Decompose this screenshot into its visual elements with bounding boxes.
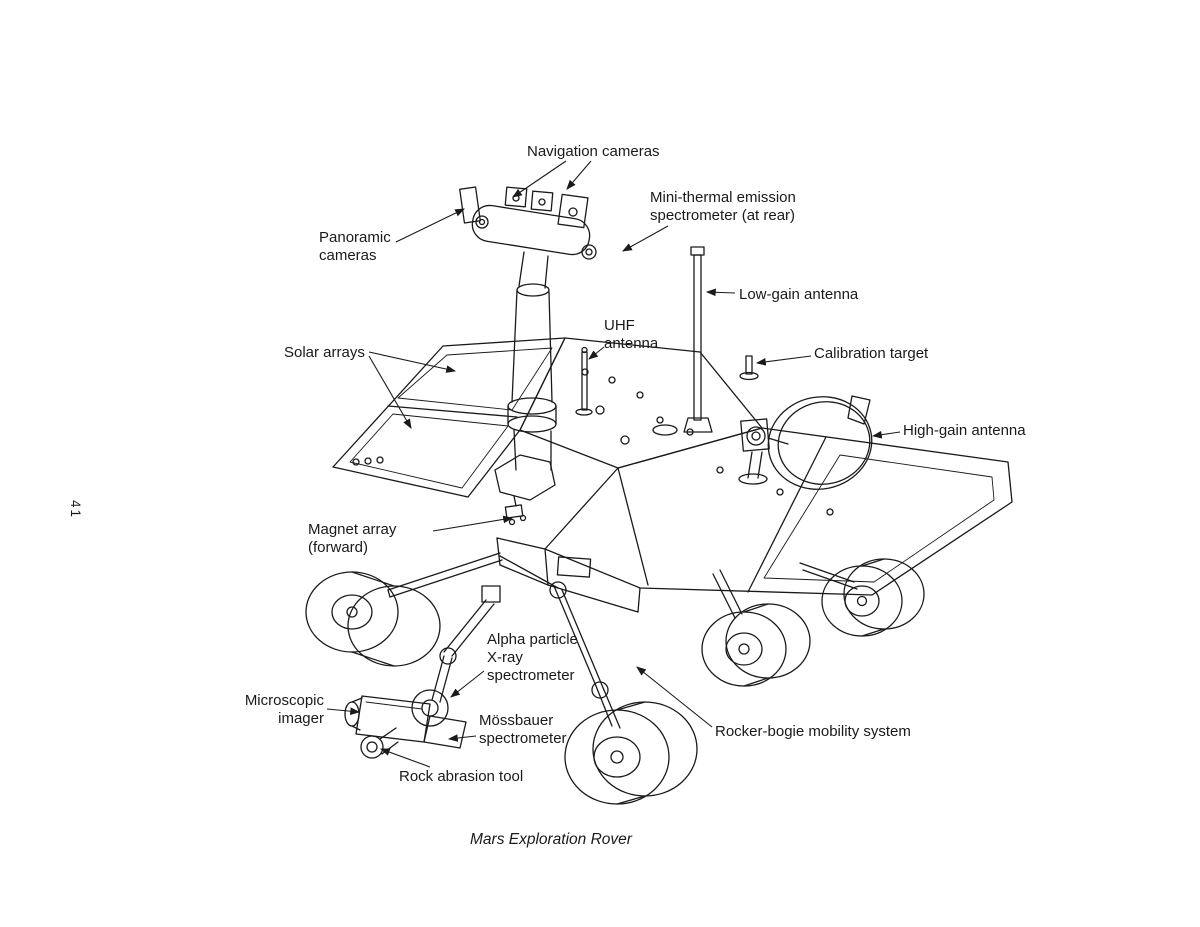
- leader-rocker-bogie: [636, 666, 713, 728]
- magnet-array-shape: [504, 495, 527, 526]
- leader-mini-tes: [622, 225, 669, 252]
- leader-calibration-target: [755, 355, 812, 366]
- wheel-middle-right: [701, 603, 811, 687]
- rocker-bogie-shape: [387, 552, 858, 729]
- deck-plate: [519, 337, 763, 469]
- leader-uhf-antenna: [588, 346, 605, 360]
- wheel-front-left: [305, 571, 441, 667]
- label-magnet-array: Magnet array (forward): [308, 521, 397, 556]
- rover-body: [494, 454, 641, 613]
- label-mini-tes: Mini-thermal emission spectrometer (at r…: [650, 189, 796, 224]
- leader-solar-arrays-1: [368, 351, 457, 373]
- instrument-arm: [411, 585, 501, 727]
- leader-low-gain-antenna: [705, 288, 736, 297]
- solar-array-rear: [544, 427, 1013, 596]
- label-mossbauer: Mössbauer spectrometer: [479, 712, 567, 747]
- camera-mast-head: [459, 186, 597, 289]
- label-calibration-target: Calibration target: [814, 345, 929, 362]
- label-solar-arrays: Solar arrays: [284, 344, 365, 361]
- leader-microscopic-imager: [326, 707, 361, 716]
- label-apxs: Alpha particle X-ray spectrometer: [487, 631, 578, 684]
- label-panoramic-cameras: Panoramic cameras: [319, 229, 391, 264]
- label-microscopic-imager: Microscopic imager: [244, 692, 324, 727]
- label-rocker-bogie: Rocker-bogie mobility system: [715, 723, 911, 740]
- label-uhf-antenna: UHF antenna: [604, 317, 659, 352]
- leader-magnet-array: [432, 515, 514, 532]
- leader-solar-arrays-2: [368, 355, 412, 429]
- leader-navigation-cameras-1: [512, 160, 567, 198]
- uhf-antenna-shape: [575, 346, 593, 416]
- leader-mossbauer: [447, 734, 477, 742]
- label-navigation-cameras: Navigation cameras: [527, 143, 660, 160]
- leader-rock-abrasion-tool: [379, 748, 431, 768]
- page-number: 41: [68, 499, 84, 520]
- high-gain-antenna-shape: [738, 395, 873, 490]
- wheel-front-right: [564, 701, 698, 805]
- leader-high-gain-antenna: [871, 430, 901, 439]
- low-gain-antenna-shape: [683, 246, 713, 433]
- leader-navigation-cameras-2: [566, 160, 592, 190]
- mossbauer-spectrometer-shape: [423, 715, 467, 749]
- label-low-gain-antenna: Low-gain antenna: [739, 286, 859, 303]
- camera-mast: [507, 283, 557, 471]
- solar-array-left: [332, 337, 566, 498]
- label-high-gain-antenna: High-gain antenna: [903, 422, 1026, 439]
- label-rock-abrasion-tool: Rock abrasion tool: [399, 768, 524, 785]
- calibration-target-shape: [739, 355, 759, 381]
- microscopic-imager-shape: [344, 695, 431, 743]
- figure-caption: Mars Exploration Rover: [470, 831, 632, 848]
- wheel-rear-right: [821, 558, 925, 637]
- leader-panoramic-cameras: [395, 208, 465, 243]
- leader-apxs: [450, 670, 485, 698]
